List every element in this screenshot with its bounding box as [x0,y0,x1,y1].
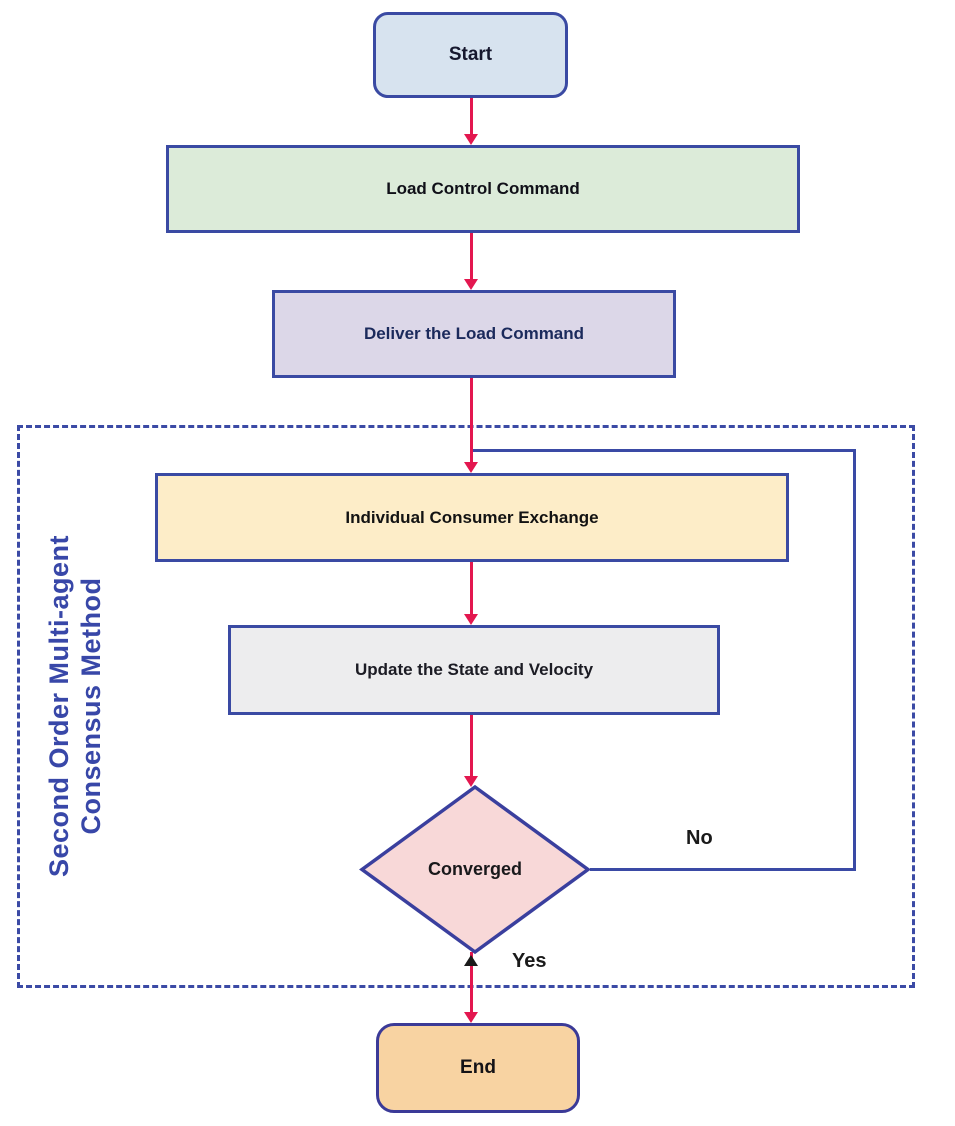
converged-label: Converged [427,859,523,879]
deliver-load-command-node: Deliver the Load Command [272,290,676,378]
region-label: Second Order Multi-agent Consensus Metho… [43,446,107,966]
diamond-shape [359,784,591,955]
arrow-load-to-deliver-head [464,279,478,290]
load-control-command-node: Load Control Command [166,145,800,233]
diamond-polygon [359,784,591,955]
arrow-update-to-converged-line [470,715,473,777]
arrow-exchange-to-update-line [470,562,473,615]
update-state-velocity-node: Update the State and Velocity [228,625,720,715]
start-node: Start [373,12,568,98]
arrow-deliver-to-exchange-head [464,462,478,473]
no-branch-label: No [686,827,713,849]
no-branch-line-up [853,449,856,871]
up-arrowhead-into-converged [464,955,478,966]
consensus-method-region [17,425,915,988]
arrow-deliver-to-exchange-line [470,378,473,463]
arrow-update-to-converged-head [464,776,478,787]
arrow-exchange-to-update-head [464,614,478,625]
arrow-start-to-load-line [470,98,473,136]
no-branch-line-return [471,449,856,452]
individual-consumer-exchange-node: Individual Consumer Exchange [155,473,789,562]
arrow-yes-to-end-head [464,1012,478,1023]
arrow-load-to-deliver-line [470,233,473,281]
yes-branch-label: Yes [512,950,547,972]
arrow-start-to-load-head [464,134,478,145]
no-branch-line-right [590,868,856,871]
region-label-line2: Consensus Method [76,577,106,835]
end-node: End [376,1023,580,1113]
arrow-yes-to-end-line [470,952,473,1013]
converged-decision-node: Converged [358,783,592,956]
region-label-line1: Second Order Multi-agent [44,534,74,878]
